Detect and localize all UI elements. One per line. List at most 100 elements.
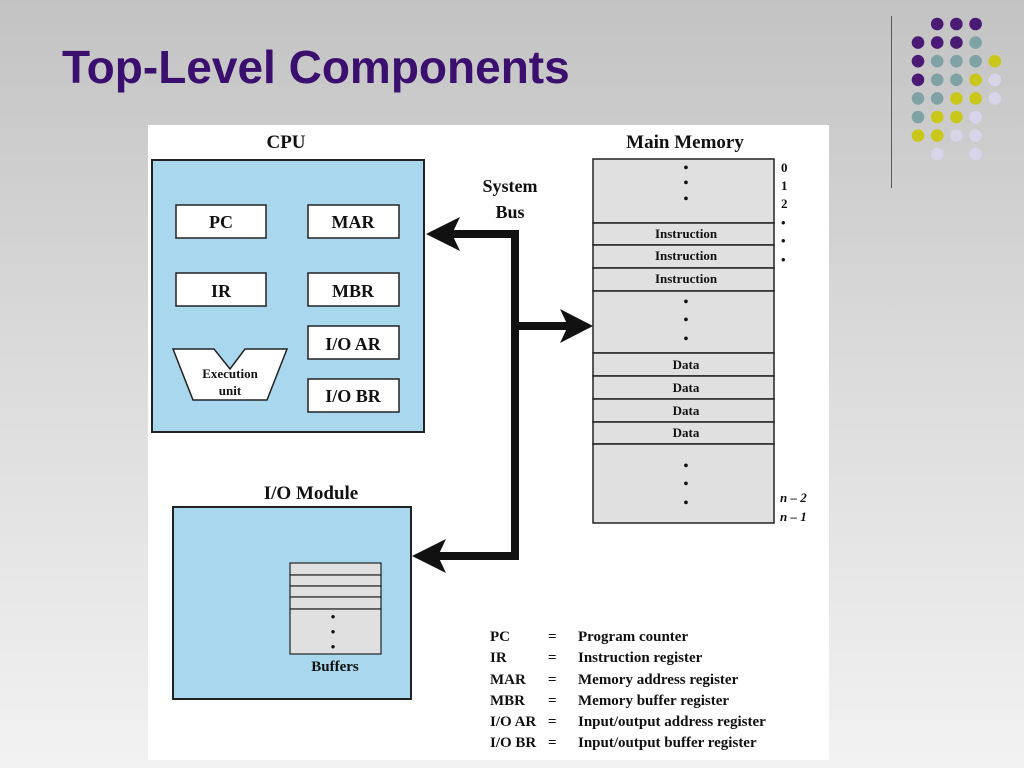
io-ar-label: I/O AR: [325, 334, 382, 354]
buffers-label: Buffers: [311, 659, 359, 675]
legend-description: Program counter: [578, 629, 689, 645]
decorative-dot: [930, 17, 944, 31]
mbr-register: [307, 272, 400, 307]
legend-equals: =: [548, 714, 557, 731]
system-bus-line2: Bus: [495, 202, 524, 222]
io-br-label: I/O BR: [325, 386, 382, 406]
decorative-dot: [930, 110, 944, 124]
mbr-label: MBR: [332, 281, 375, 301]
address-label-0: 0: [781, 160, 788, 175]
ellipsis-dot: •: [684, 496, 689, 511]
legend-equals: =: [548, 735, 557, 752]
legend-row: I/O AR = Input/output address register: [490, 712, 766, 733]
execution-unit-line1: Execution: [202, 366, 258, 381]
decorative-dot: [930, 147, 944, 161]
decorative-dot: [969, 92, 982, 105]
legend-equals: =: [548, 671, 557, 688]
decorative-dot: [950, 73, 963, 87]
main-memory-column: • • • Instruction Instruction Instructio…: [592, 158, 775, 524]
cpu-arrowhead: [426, 217, 460, 251]
execution-unit-line2: unit: [219, 383, 242, 398]
decorative-dot: [950, 129, 963, 142]
address-label-n-minus-2: n – 2: [780, 490, 807, 505]
ir-register: [175, 272, 267, 307]
buffer-slot: [289, 574, 382, 587]
system-bus-line1: System: [483, 176, 538, 196]
legend-description: Input/output address register: [578, 714, 766, 731]
legend-description: Instruction register: [578, 650, 703, 667]
ellipsis-dot: •: [684, 192, 689, 207]
pc-register: [175, 204, 267, 239]
mar-register: [307, 204, 400, 239]
io-ar-register: [307, 325, 400, 360]
decorative-dot: [950, 92, 963, 105]
memory-instruction-label: Instruction: [655, 226, 718, 241]
decorative-dot: [969, 110, 982, 124]
address-label-2: 2: [781, 196, 788, 211]
buffer-slot: [289, 596, 382, 610]
slide-title: Top-Level Components: [62, 41, 570, 93]
decorative-dot: [930, 129, 944, 142]
memory-ellipsis-middle: [592, 290, 775, 354]
decorative-dot: [930, 54, 944, 68]
decorative-dot: [911, 92, 925, 105]
legend-row: PC=Program counter: [490, 627, 766, 648]
ellipsis-dot: •: [684, 477, 689, 492]
legend-description: Memory buffer register: [578, 692, 730, 709]
decorative-dot: [969, 17, 982, 31]
legend-abbreviation: MBR: [490, 692, 525, 709]
decorative-dot: [969, 129, 982, 142]
legend-row: MAR = Memory address register: [490, 670, 766, 691]
io-arrowhead: [412, 539, 446, 573]
legend-abbreviation: PC: [490, 629, 510, 645]
ellipsis-dot: •: [684, 161, 689, 176]
memory-data-label: Data: [673, 357, 700, 372]
decorative-dot: [911, 36, 925, 49]
memory-data-label: Data: [673, 403, 700, 418]
decorative-dot: [950, 17, 963, 31]
legend-row: IR=Instruction register: [490, 648, 766, 669]
decorative-dot: [911, 73, 925, 87]
ellipsis-dot: •: [684, 332, 689, 347]
decorative-dot: [969, 147, 982, 161]
legend-abbreviation: I/O AR: [490, 714, 537, 731]
memory-arrowhead: [560, 309, 593, 343]
legend-equals: =: [548, 692, 557, 709]
ellipsis-dot: •: [331, 624, 336, 639]
title-divider: [891, 16, 892, 188]
address-label-1: 1: [781, 178, 788, 193]
ellipsis-dot: •: [684, 313, 689, 328]
execution-unit-shape: [171, 348, 289, 401]
memory-data-label: Data: [673, 425, 700, 440]
memory-data-label: Data: [673, 380, 700, 395]
legend-description: Input/output buffer register: [578, 735, 757, 752]
legend-description: Memory address register: [578, 671, 739, 688]
legend-equals: =: [548, 650, 557, 667]
io-module-title: I/O Module: [264, 483, 358, 504]
diagram-panel: CPU PC MAR IR MBR I/O AR I/O BR Executio…: [148, 125, 829, 760]
buffer-slot: [289, 585, 382, 598]
decorative-dot: [911, 110, 925, 124]
ir-label: IR: [211, 281, 232, 301]
ellipsis-dot: •: [684, 176, 689, 191]
ellipsis-dot: •: [331, 609, 336, 624]
decorative-dot: [930, 73, 944, 87]
memory-instruction-label: Instruction: [655, 271, 718, 286]
memory-instruction-label: Instruction: [655, 248, 718, 263]
legend-abbreviation: MAR: [490, 671, 526, 688]
decorative-dot: [930, 92, 944, 105]
io-buffers: • • • Buffers: [289, 562, 382, 675]
ellipsis-dot: •: [684, 459, 689, 474]
decorative-dot: [988, 92, 1002, 105]
system-bus-connector: [412, 217, 593, 573]
decorative-dot: [950, 36, 963, 49]
ellipsis-dot: •: [331, 639, 336, 654]
legend-row: MBR = Memory buffer register: [490, 691, 766, 712]
pc-label: PC: [209, 212, 233, 232]
decorative-dot: [969, 36, 982, 49]
cpu-title: CPU: [266, 132, 305, 153]
address-label-n-minus-1: n – 1: [780, 509, 807, 524]
decorative-dot: [969, 73, 982, 87]
decorative-dot: [969, 54, 982, 68]
